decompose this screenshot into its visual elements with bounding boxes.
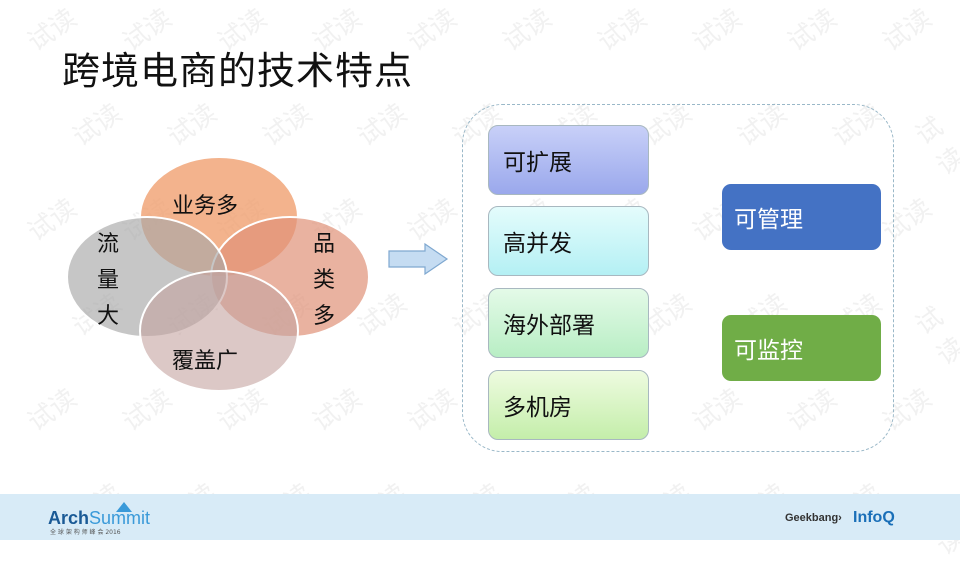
geekbang-infoq-logo: Geekbang› InfoQ bbox=[785, 509, 895, 526]
venn-label-left: 流量大 bbox=[96, 232, 119, 329]
svg-text:Geekbang›: Geekbang› bbox=[785, 512, 842, 524]
svg-text:全 球 架 构 师 峰 会 2016: 全 球 架 构 师 峰 会 2016 bbox=[50, 528, 121, 536]
venn-diagram bbox=[66, 156, 449, 392]
feature-box: 海外部署 bbox=[488, 288, 649, 358]
venn-label-top: 业务多 bbox=[172, 194, 239, 219]
monitorable-box: 可监控 bbox=[722, 315, 881, 381]
venn-label-bottom: 覆盖广 bbox=[172, 349, 239, 374]
svg-text:ArchSummit: ArchSummit bbox=[48, 508, 150, 528]
feature-box: 高并发 bbox=[488, 206, 649, 276]
archsummit-logo: ArchSummit 全 球 架 构 师 峰 会 2016 bbox=[48, 502, 150, 536]
features-group bbox=[462, 104, 894, 452]
feature-box: 可扩展 bbox=[488, 125, 649, 195]
venn-label-right: 品类多 bbox=[312, 232, 335, 329]
venn-circle-bottom bbox=[139, 270, 299, 392]
arrow-right-icon bbox=[388, 242, 449, 276]
slide-title: 跨境电商的技术特点 bbox=[62, 49, 414, 93]
feature-box: 多机房 bbox=[488, 370, 649, 440]
svg-text:InfoQ: InfoQ bbox=[853, 509, 895, 526]
manageable-box: 可管理 bbox=[722, 184, 881, 250]
footer-bar: ArchSummit 全 球 架 构 师 峰 会 2016 Geekbang› … bbox=[0, 494, 960, 540]
